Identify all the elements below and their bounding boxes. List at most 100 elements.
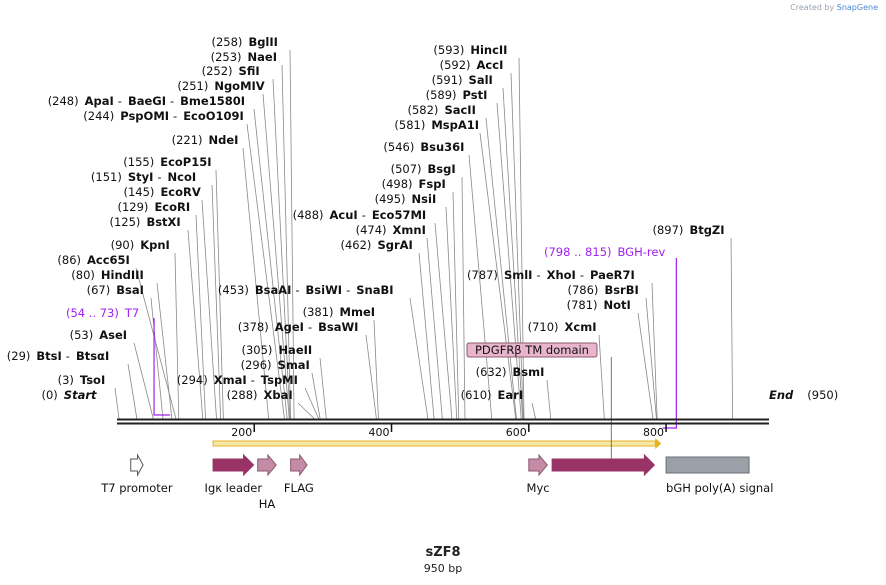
site-line-SmaI bbox=[311, 372, 321, 420]
site-position: (462) bbox=[341, 238, 372, 252]
site-line-HaeII bbox=[319, 357, 327, 420]
site-position: (151) bbox=[91, 170, 122, 184]
site-position: (53) bbox=[70, 328, 94, 342]
site-line-EcoP15I bbox=[215, 169, 224, 420]
site-position: (593) bbox=[433, 43, 464, 57]
site-line-NdeI bbox=[242, 147, 270, 420]
site-label-NaeI: (253)NaeI bbox=[211, 50, 277, 64]
site-line-EarI bbox=[531, 402, 537, 420]
site-line-XmnI bbox=[426, 237, 443, 420]
site-label-EcoP15I: (155)EcoP15I bbox=[123, 155, 211, 169]
site-name-MspA1I: MspA1I bbox=[431, 118, 479, 132]
site-name-MmeI: MmeI bbox=[340, 305, 376, 319]
site-line-SalI bbox=[502, 87, 524, 420]
site-name-Start: Start bbox=[64, 388, 97, 402]
site-name-BsmI: BsmI bbox=[513, 365, 545, 379]
site-line-BsmI bbox=[546, 379, 552, 420]
site-name-Eco57MI: Eco57MI bbox=[372, 208, 426, 222]
pdgfr-callout-label: PDGFRβ TM domain bbox=[475, 343, 589, 357]
site-name-FspI: FspI bbox=[419, 177, 446, 191]
feature-pdgfr-tm-domain bbox=[551, 453, 656, 477]
site-sep: - bbox=[580, 268, 584, 282]
site-name-Acc65I: Acc65I bbox=[87, 253, 130, 267]
site-label-SacII: (582)SacII bbox=[408, 103, 476, 117]
site-label-HaeII: (305)HaeII bbox=[242, 343, 313, 357]
site-label-KpnI: (90)KpnI bbox=[111, 238, 170, 252]
site-name-PaeR7I: PaeR7I bbox=[590, 268, 635, 282]
site-label-BsaI: (67)BsaI bbox=[87, 283, 144, 297]
site-position: (3) bbox=[58, 373, 74, 387]
tick-label-600: 600 bbox=[506, 426, 527, 439]
site-position: (305) bbox=[242, 343, 273, 357]
site-name-StyI: StyI bbox=[128, 170, 154, 184]
site-line-EcoRV bbox=[201, 199, 217, 420]
orf-bar bbox=[212, 440, 656, 447]
site-line-AccI bbox=[510, 72, 524, 420]
site-position: (29) bbox=[7, 349, 31, 363]
site-position: (507) bbox=[391, 162, 422, 176]
site-line-PstI bbox=[496, 102, 522, 420]
site-label-AgeI: (378)AgeI-BsaWI bbox=[238, 320, 359, 334]
site-line-NgoMIV bbox=[262, 93, 290, 420]
primer-bghrev-range: (798 .. 815) bbox=[544, 245, 612, 259]
site-line-AgeI bbox=[365, 334, 377, 420]
site-label-SmaI: (296)SmaI bbox=[241, 358, 310, 372]
site-position: (498) bbox=[382, 177, 413, 191]
tick-label-800: 800 bbox=[643, 426, 664, 439]
site-line-HincII bbox=[518, 57, 525, 420]
primer-t7-line bbox=[153, 318, 171, 416]
site-name-NsiI: NsiI bbox=[412, 192, 437, 206]
site-label-XmnI: (474)XmnI bbox=[356, 223, 426, 237]
site-label-EcoRI: (129)EcoRI bbox=[118, 200, 191, 214]
site-line-BtsI bbox=[127, 363, 138, 420]
site-position: (610) bbox=[461, 388, 492, 402]
site-name-HindIII: HindIII bbox=[101, 268, 144, 282]
snapgene-logo-text: SnapGene bbox=[836, 3, 878, 12]
site-line-SacII bbox=[485, 117, 517, 420]
feature-label-bgh-poly-a-signal: bGH poly(A) signal bbox=[666, 481, 773, 495]
site-label-BsgI: (507)BsgI bbox=[391, 162, 456, 176]
site-line-BstXI bbox=[187, 229, 204, 420]
site-label-XmaI: (294)XmaI-TspMI bbox=[177, 373, 298, 387]
primer-bghrev-label: (798 .. 815)BGH-rev bbox=[544, 245, 665, 259]
site-label-BtgZI: (897)BtgZI bbox=[653, 223, 725, 237]
site-name-ApaI: ApaI bbox=[85, 94, 114, 108]
feature-flag bbox=[290, 453, 308, 477]
site-label-MspA1I: (581)MspA1I bbox=[394, 118, 479, 132]
site-name-SfiI: SfiI bbox=[239, 64, 260, 78]
site-position: (90) bbox=[111, 238, 135, 252]
site-label-SmlI: (787)SmlI-XhoI-PaeR7I bbox=[467, 268, 635, 282]
site-name-XmnI: XmnI bbox=[393, 223, 426, 237]
site-sep: - bbox=[251, 373, 255, 387]
site-sep: - bbox=[536, 268, 540, 282]
feature-label-myc: Myc bbox=[527, 481, 550, 495]
site-label-End: End(950) bbox=[769, 388, 838, 402]
map-length: 950 bp bbox=[423, 562, 463, 575]
site-position: (787) bbox=[467, 268, 498, 282]
site-sep: - bbox=[66, 349, 70, 363]
site-name-BsiWI: BsiWI bbox=[306, 283, 343, 297]
site-line-NaeI bbox=[281, 64, 292, 420]
site-line-FspI bbox=[452, 191, 460, 420]
site-label-AccI: (592)AccI bbox=[440, 58, 504, 72]
site-name-EcoO109I: EcoO109I bbox=[183, 109, 244, 123]
site-position: (155) bbox=[123, 155, 154, 169]
snapgene-credit: Created by SnapGene bbox=[790, 3, 878, 12]
site-position: (591) bbox=[432, 73, 463, 87]
site-label-XbaI: (288)XbaI bbox=[227, 388, 293, 402]
site-position: (248) bbox=[48, 94, 79, 108]
site-name-HincII: HincII bbox=[470, 43, 507, 57]
site-position: (582) bbox=[408, 103, 439, 117]
site-line-Bsu36I bbox=[468, 154, 493, 420]
site-name-SmlI: SmlI bbox=[504, 268, 533, 282]
site-position: (710) bbox=[528, 320, 559, 334]
site-name-PstI: PstI bbox=[463, 88, 488, 102]
site-name-SnaBI: SnaBI bbox=[356, 283, 393, 297]
site-sep: - bbox=[308, 320, 312, 334]
pdgfr-callout-box bbox=[466, 342, 598, 358]
site-position: (125) bbox=[110, 215, 141, 229]
site-name-BsaAI: BsaAI bbox=[255, 283, 292, 297]
site-line-StyI bbox=[211, 184, 222, 420]
site-label-Acc65I: (86)Acc65I bbox=[57, 253, 129, 267]
